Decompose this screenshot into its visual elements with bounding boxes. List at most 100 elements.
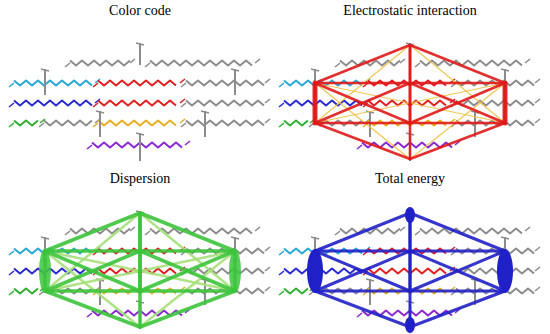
total-energy-cylinder: [409, 213, 412, 291]
molecule-stick: [41, 69, 49, 71]
molecule-stick: [265, 79, 270, 83]
dispersion-cylinder: [140, 289, 235, 293]
molecule-stick: [145, 63, 150, 67]
electrostatic-cylinder: [410, 45, 505, 83]
molecule-stick: [357, 145, 362, 149]
electrostatic-cylinder: [410, 83, 505, 123]
dispersion-cylinder: [140, 251, 235, 291]
electrostatic-cylinder: [410, 123, 505, 159]
molecule-stick: [130, 227, 135, 231]
molecule-stick: [501, 69, 509, 71]
dispersion-cylinder: [45, 289, 140, 293]
molecule-stick: [98, 101, 176, 106]
total-energy-cylinder: [315, 250, 410, 253]
molecule-stick: [181, 103, 186, 107]
crystal-packing: [279, 43, 540, 161]
dispersion-cylinder: [45, 251, 140, 327]
molecule-stick: [65, 231, 70, 235]
molecule-stick: [180, 79, 185, 83]
panel-title: Electrostatic interaction: [343, 3, 476, 19]
molecule-stick: [279, 291, 284, 295]
dispersion-cylinder: [140, 291, 235, 327]
total-energy-cylinder: [307, 249, 323, 293]
molecule-stick: [70, 61, 130, 66]
dispersion-cylinder: [140, 251, 235, 327]
molecule-stick: [368, 101, 446, 106]
molecule-stick: [279, 271, 284, 275]
molecule-stick: [9, 103, 14, 107]
crystal-packing: [279, 207, 540, 333]
electrostatic-cylinder: [409, 123, 412, 159]
electrostatic-cylinder: [410, 82, 505, 85]
dispersion-cylinder: [45, 249, 140, 253]
molecule-stick: [93, 103, 98, 107]
molecule-stick: [181, 123, 186, 127]
dispersion-cylinder: [45, 213, 140, 251]
dispersion-cylinder: [140, 249, 235, 253]
total-energy-cylinder: [410, 291, 505, 327]
panel-title: Total energy: [375, 171, 445, 187]
electrostatic-cylinder: [313, 83, 318, 123]
total-energy-cylinder: [410, 213, 505, 251]
electrostatic-cylinder: [410, 83, 505, 123]
molecule-stick: [265, 287, 270, 291]
total-energy-cylinder: [410, 251, 505, 291]
molecule-stick: [139, 43, 141, 65]
molecule-stick: [400, 59, 405, 63]
molecule-stick: [9, 271, 14, 275]
molecule-stick: [14, 269, 92, 274]
molecule-stick: [14, 81, 92, 86]
electrostatic-cylinder: [314, 83, 317, 123]
dispersion-cylinder: [39, 249, 51, 293]
dispersion-cylinder: [140, 213, 235, 291]
electrostatic-cylinder: [315, 83, 410, 159]
molecule-stick: [9, 291, 14, 295]
molecule-stick: [96, 111, 104, 113]
electrostatic-cylinder: [410, 122, 505, 125]
panel-title: Color code: [109, 3, 171, 19]
molecule-stick: [335, 63, 340, 67]
electrostatic-cylinder: [315, 83, 410, 123]
dispersion-cylinder: [138, 213, 142, 291]
molecule-stick: [130, 59, 135, 63]
electrostatic-cylinder: [410, 83, 505, 159]
molecule-stick: [265, 119, 270, 123]
electrostatic-cylinder: [315, 83, 410, 123]
molecule-stick: [535, 99, 540, 103]
molecule-stick: [368, 269, 446, 274]
electrostatic-cylinder: [315, 123, 410, 159]
dispersion-cylinder: [138, 291, 142, 327]
molecule-stick: [180, 119, 185, 123]
dispersion-cylinder: [45, 213, 140, 291]
molecule-stick: [535, 267, 540, 271]
dispersion-cylinder: [45, 251, 140, 291]
molecule-stick: [44, 69, 46, 95]
molecule-stick: [415, 231, 420, 235]
molecule-stick: [535, 287, 540, 291]
molecule-stick: [279, 123, 284, 127]
total-energy-cylinder: [315, 291, 410, 327]
total-energy-cylinder: [405, 317, 415, 333]
molecule-stick: [180, 99, 185, 103]
molecule-stick: [284, 121, 308, 126]
molecule-stick: [98, 81, 176, 86]
molecule-stick: [231, 237, 239, 239]
molecule-stick: [357, 313, 362, 317]
molecule-stick: [265, 267, 270, 271]
total-energy-cylinder: [315, 290, 410, 293]
dispersion-cylinder: [45, 291, 140, 327]
total-energy-cylinder: [405, 207, 415, 223]
molecule-stick: [279, 251, 284, 255]
molecule-stick: [255, 59, 260, 63]
crystal-packing: [9, 211, 270, 329]
dispersion-cylinder: [140, 251, 235, 291]
molecule-stick: [501, 237, 509, 239]
molecule-stick: [14, 121, 38, 126]
molecule-stick: [9, 251, 14, 255]
molecule-stick: [456, 269, 534, 274]
molecule-stick: [400, 227, 405, 231]
molecule-stick: [255, 227, 260, 231]
total-energy-cylinder: [410, 251, 505, 291]
electrostatic-cylinder: [315, 82, 410, 85]
